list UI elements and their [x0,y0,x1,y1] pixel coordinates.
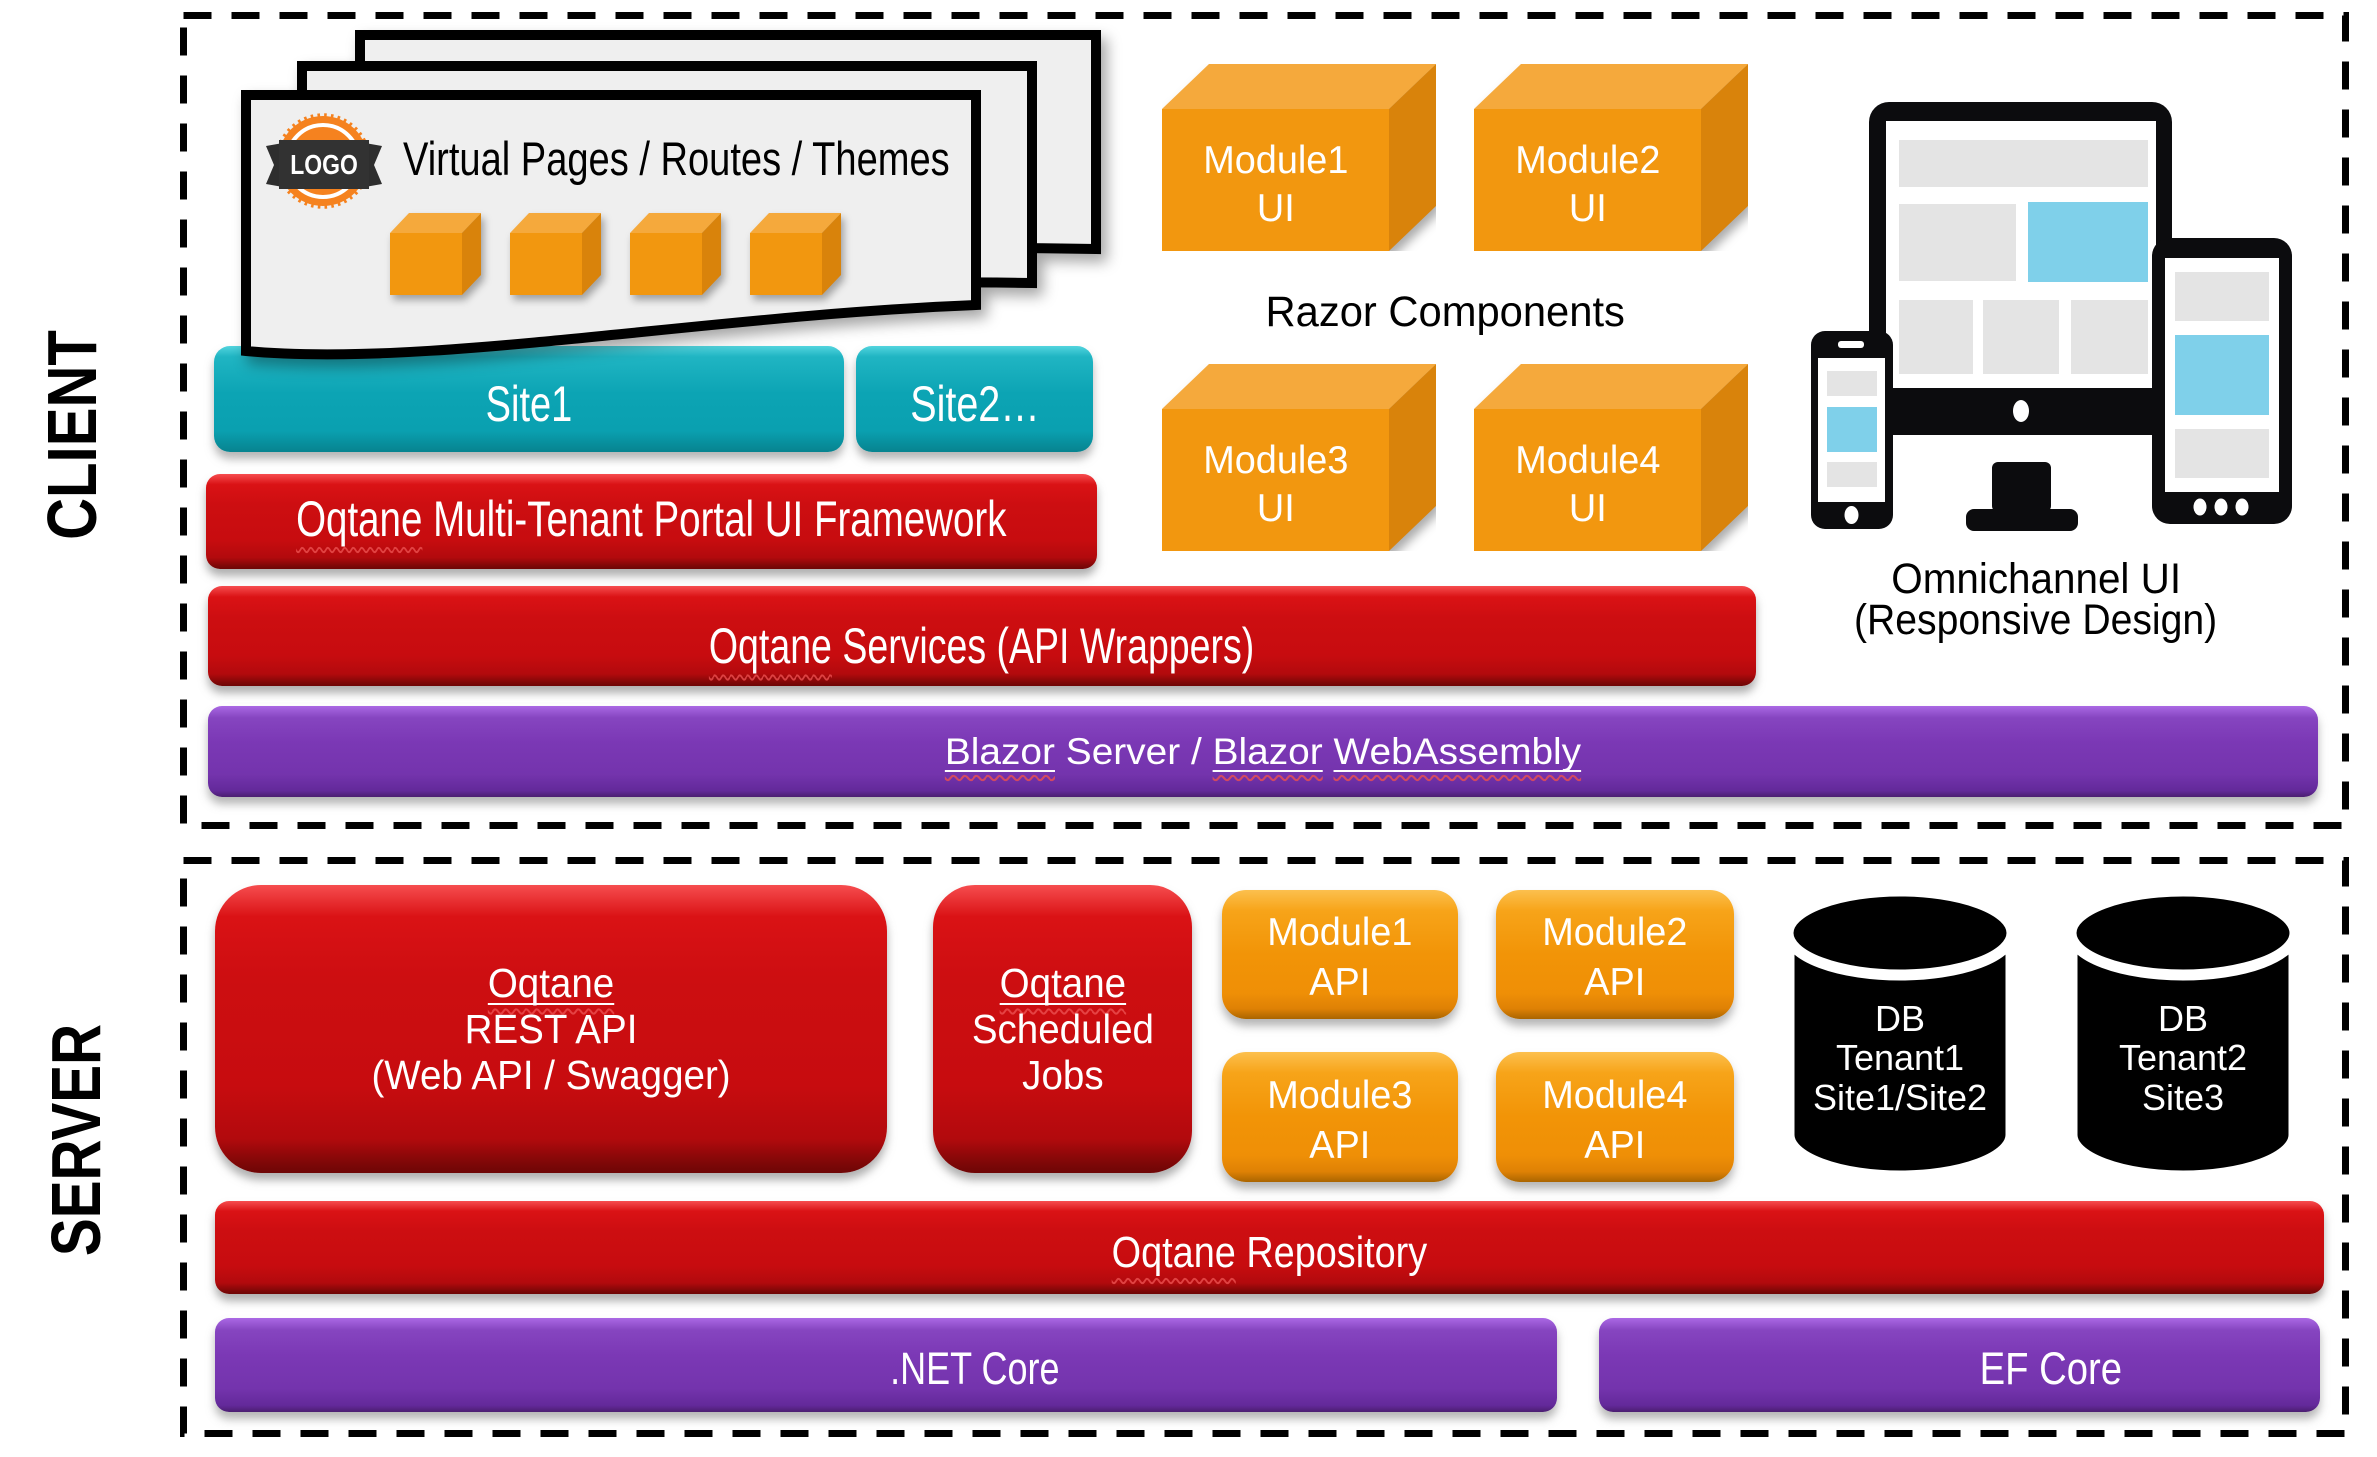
svg-text:LOGO: LOGO [290,150,358,181]
